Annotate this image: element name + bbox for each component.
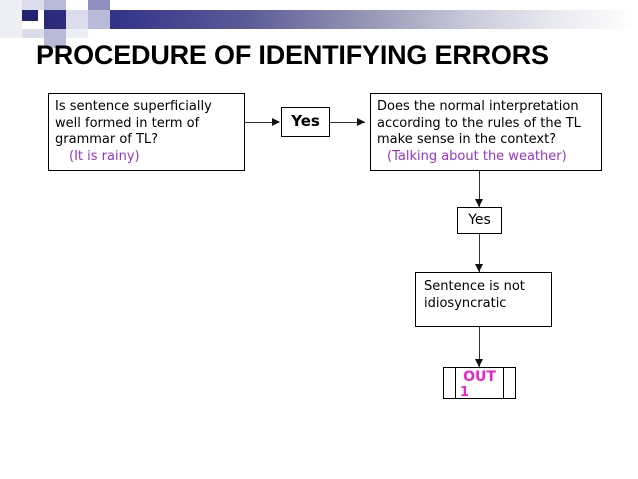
connector-yes1-to-q2 [330,122,365,123]
flow-node-question-2-example: (Talking about the weather) [387,148,567,164]
deco-square-4 [88,0,110,10]
flow-node-out-1-number: 1 [460,385,470,400]
deco-square-11 [66,29,88,38]
flow-node-yes-1: Yes [281,107,330,137]
deco-square-3 [44,0,66,10]
deco-square-navy [22,10,38,21]
deco-square-10 [44,29,66,48]
connector-q2-to-yes2 [479,171,480,207]
flow-node-question-2-text: Does the normal interpretation according… [377,99,581,148]
connector-q1-to-yes1 [245,122,279,123]
flow-node-question-1-example: (It is rainy) [69,148,140,164]
deco-square-9 [0,29,22,38]
arrow-head-q2-to-yes2 [475,199,483,207]
page-title: PROCEDURE OF IDENTIFYING ERRORS [36,40,549,70]
arrow-head-stmt1-to-out1 [475,359,483,367]
flow-node-question-1: Is sentence superficially well formed in… [48,93,245,171]
deco-square-7 [88,10,110,29]
flow-node-statement-1-text: Sentence is not idiosyncratic [424,279,525,311]
flow-node-yes-1-text: Yes [291,112,320,131]
flow-node-statement-1: Sentence is not idiosyncratic [415,272,552,327]
flow-node-yes-2: Yes [457,207,502,234]
flow-node-out-1-label: OUT [463,369,496,385]
header-gradient-bar [44,10,634,29]
deco-square-2 [22,0,44,10]
arrow-head-yes2-to-stmt1 [475,264,483,272]
flow-node-question-2: Does the normal interpretation according… [370,93,602,171]
deco-square-6 [66,10,88,29]
deco-square-8 [22,29,44,38]
flow-node-out-1: OUT 1 [443,367,516,399]
out-box-left-rule [455,368,456,398]
arrow-head-q1-to-yes1 [272,118,280,126]
out-box-right-rule [503,368,504,398]
deco-square-5 [0,10,22,29]
flow-node-question-1-text: Is sentence superficially well formed in… [55,99,212,148]
arrow-head-yes1-to-q2 [357,118,365,126]
flow-node-yes-2-text: Yes [468,211,491,228]
connector-stmt1-to-out1 [479,327,480,367]
connector-yes2-to-stmt1 [479,234,480,272]
